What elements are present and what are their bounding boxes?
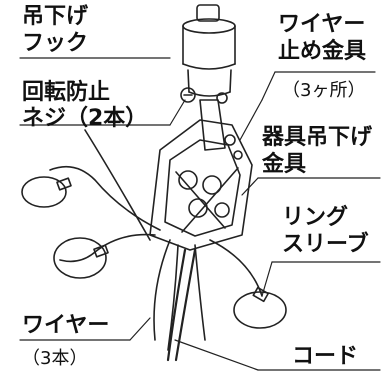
label-screw-line2: ネジ（2本） [22, 106, 148, 131]
label-screw-line1: 回転防止 [22, 80, 111, 105]
label-wire-count: （3本） [22, 348, 88, 369]
label-wire-stopper-line1: ワイヤー [278, 12, 366, 37]
label-wire-stopper-line2: 止め金具 [278, 39, 367, 64]
hook-canopy [182, 4, 236, 97]
anti-rotation-screws [180, 87, 228, 104]
label-bracket-line2: 金具 [262, 152, 307, 177]
label-wire-stopper-count: （3ヶ所） [282, 80, 366, 101]
label-hook-line1: 吊下げ [22, 4, 89, 29]
ring-sleeves [21, 176, 287, 329]
power-cord [166, 248, 197, 362]
label-ring-sleeve-line2: スリーブ [282, 232, 369, 257]
label-wire: ワイヤー [22, 313, 110, 338]
label-cord: コード [292, 344, 359, 369]
label-ring-sleeve-line1: リング [282, 205, 349, 230]
label-hook-line2: フック [22, 31, 89, 56]
leader-lines [19, 57, 381, 371]
fixture-bracket [149, 99, 253, 251]
label-bracket-line1: 器具吊下げ [262, 125, 373, 150]
